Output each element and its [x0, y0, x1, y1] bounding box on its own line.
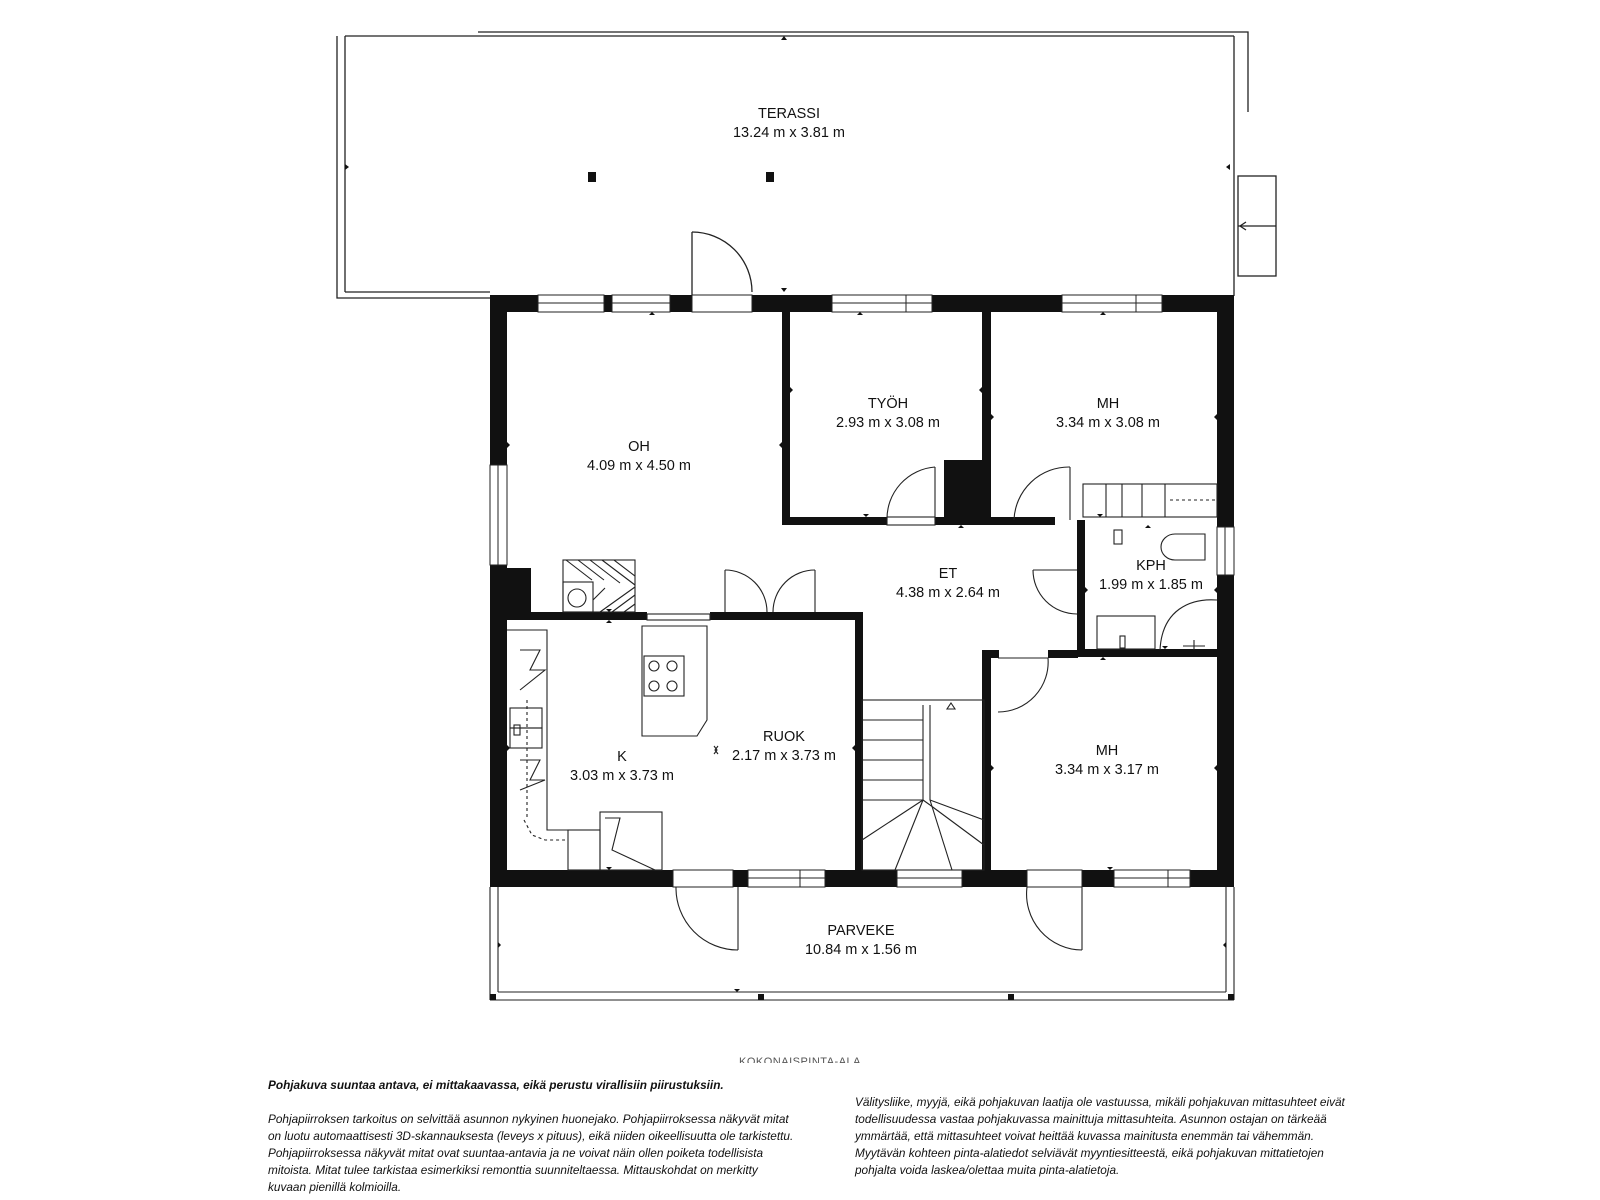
room-ruok-dims: 2.17 m x 3.73 m: [732, 748, 836, 764]
room-terassi-name: TERASSI: [758, 106, 820, 122]
room-oh-name: OH: [628, 439, 650, 455]
balcony-outline: [489, 886, 1235, 1001]
disclaimer-right: Välitysliike, myyjä, eikä pohjakuvan laa…: [855, 1095, 1345, 1177]
fixtures: [507, 466, 1218, 871]
windows: [489, 294, 1235, 888]
room-oh-dims: 4.09 m x 4.50 m: [587, 458, 691, 474]
disclaimer-left: Pohjapiirroksen tarkoitus on selvittää a…: [268, 1112, 794, 1194]
balcony-corners: [490, 994, 1234, 1000]
floor-plan: TERASSI 13.24 m x 3.81 m OH 4.09 m x 4.5…: [336, 31, 1277, 1001]
terrace-post: [588, 172, 596, 182]
room-mh1-dims: 3.34 m x 3.08 m: [1056, 415, 1160, 431]
room-ruok-name: RUOK: [763, 729, 805, 745]
room-mh2-dims: 3.34 m x 3.17 m: [1055, 762, 1159, 778]
terrace-post: [766, 172, 774, 182]
room-parveke-name: PARVEKE: [827, 923, 894, 939]
room-mh2-name: MH: [1096, 743, 1119, 759]
room-et-name: ET: [939, 566, 958, 582]
terrace-outline: [336, 31, 1277, 299]
room-k-dims: 3.03 m x 3.73 m: [570, 768, 674, 784]
disclaimer-heading: Pohjakuva suuntaa antava, ei mittakaavas…: [268, 1078, 724, 1092]
room-k-name: K: [617, 749, 627, 765]
room-tyoh-name: TYÖH: [868, 394, 908, 412]
room-parveke-dims: 10.84 m x 1.56 m: [805, 942, 917, 958]
room-terassi-dims: 13.24 m x 3.81 m: [733, 125, 845, 141]
room-et-dims: 4.38 m x 2.64 m: [896, 585, 1000, 601]
room-tyoh-dims: 2.93 m x 3.08 m: [836, 415, 940, 431]
room-kph-dims: 1.99 m x 1.85 m: [1099, 577, 1203, 593]
room-labels: TERASSI 13.24 m x 3.81 m OH 4.09 m x 4.5…: [570, 106, 1203, 958]
room-mh1-name: MH: [1097, 396, 1120, 412]
exterior-walls: [490, 295, 1234, 887]
interior-walls: [507, 312, 1227, 877]
room-kph-name: KPH: [1136, 558, 1166, 574]
total-area-label: KOKONAISPINTA-ALA: [739, 1056, 861, 1063]
measurement-markers: [345, 36, 1230, 992]
